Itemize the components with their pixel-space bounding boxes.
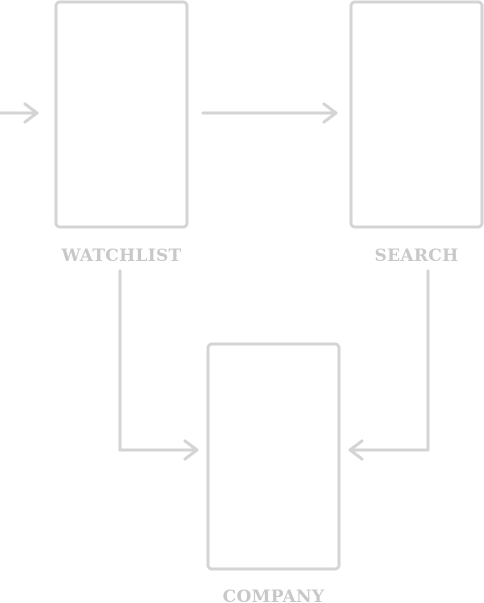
company-screen — [206, 342, 341, 571]
entry-arrow — [0, 102, 39, 124]
watchlist-label: WATCHLIST — [60, 246, 181, 266]
search-to-company-arrow — [348, 269, 430, 461]
company-label: COMPANY — [223, 587, 325, 603]
watchlist-screen — [54, 0, 189, 229]
search-screen — [349, 0, 484, 229]
watchlist-to-search-arrow — [201, 102, 338, 124]
search-label: SEARCH — [375, 246, 459, 266]
watchlist-to-company-arrow — [118, 269, 199, 461]
